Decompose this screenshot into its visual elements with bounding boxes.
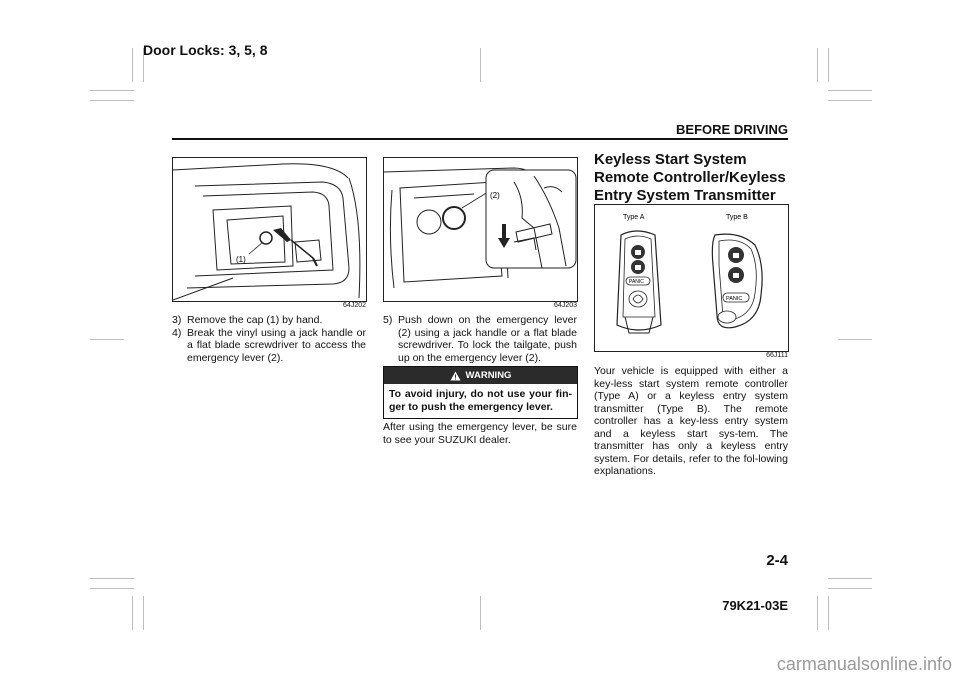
document-code: 79K21-03E: [722, 598, 788, 613]
warning-box: WARNING To avoid injury, do not use your…: [383, 366, 578, 419]
header-rule: [172, 138, 788, 140]
type-b-remote: PANIC: [711, 233, 763, 329]
step-text: Break the vinyl using a jack handle or a…: [187, 326, 366, 364]
section-heading: Keyless Start System Remote Controller/K…: [594, 151, 786, 204]
step-text: Push down on the emergency lever (2) usi…: [398, 314, 577, 364]
header-tag: Door Locks: 3, 5, 8: [143, 42, 268, 58]
type-a-remote: PANIC: [616, 230, 662, 334]
figure-cap-removal: (1): [172, 157, 367, 302]
step-number: 4): [172, 326, 182, 339]
warning-title: WARNING: [465, 370, 512, 381]
watermark: carmanualsonline.info: [776, 654, 952, 674]
after-lever-note: After using the emergency lever, be sure…: [383, 421, 577, 446]
emergency-lever-illustration: (2): [383, 167, 577, 289]
step-number: 5): [383, 314, 393, 326]
step-3: 3) Remove the cap (1) by hand.: [172, 314, 366, 327]
type-a-label: Type A: [623, 214, 645, 221]
figure-code-64j203: 64J203: [554, 302, 577, 309]
panic-label-b: PANIC: [726, 296, 742, 302]
figure-code-66j111: 66J111: [766, 352, 788, 359]
steps-list-1: 3) Remove the cap (1) by hand. 4) Break …: [172, 314, 366, 364]
callout-2: (2): [490, 191, 500, 200]
transmitter-description: Your vehicle is equipped with either a k…: [594, 365, 788, 477]
step-4: 4) Break the vinyl using a jack handle o…: [172, 327, 366, 365]
warning-text: To avoid injury, do not use your fin-ger…: [389, 388, 572, 413]
figure-code-64j202: 64J202: [343, 302, 366, 309]
cap-removal-illustration: (1): [172, 163, 361, 301]
figure-emergency-lever: (2): [383, 157, 578, 302]
transmitter-illustration: Type A Type B PANIC PANIC: [616, 214, 763, 334]
figure-transmitters: Type A Type B PANIC PANIC: [594, 204, 789, 352]
warning-header: WARNING: [384, 367, 577, 384]
warning-triangle-icon: [450, 371, 461, 380]
page-number: 2-4: [766, 552, 788, 569]
step-text: Remove the cap (1) by hand.: [187, 314, 323, 326]
panic-label-a: PANIC: [629, 279, 644, 285]
step-5: 5) Push down on the emergency lever (2) …: [383, 314, 577, 364]
section-title: BEFORE DRIVING: [676, 122, 788, 137]
callout-1: (1): [236, 255, 246, 264]
steps-list-2: 5) Push down on the emergency lever (2) …: [383, 314, 577, 364]
step-number: 3): [172, 314, 182, 326]
type-b-label: Type B: [726, 214, 748, 221]
